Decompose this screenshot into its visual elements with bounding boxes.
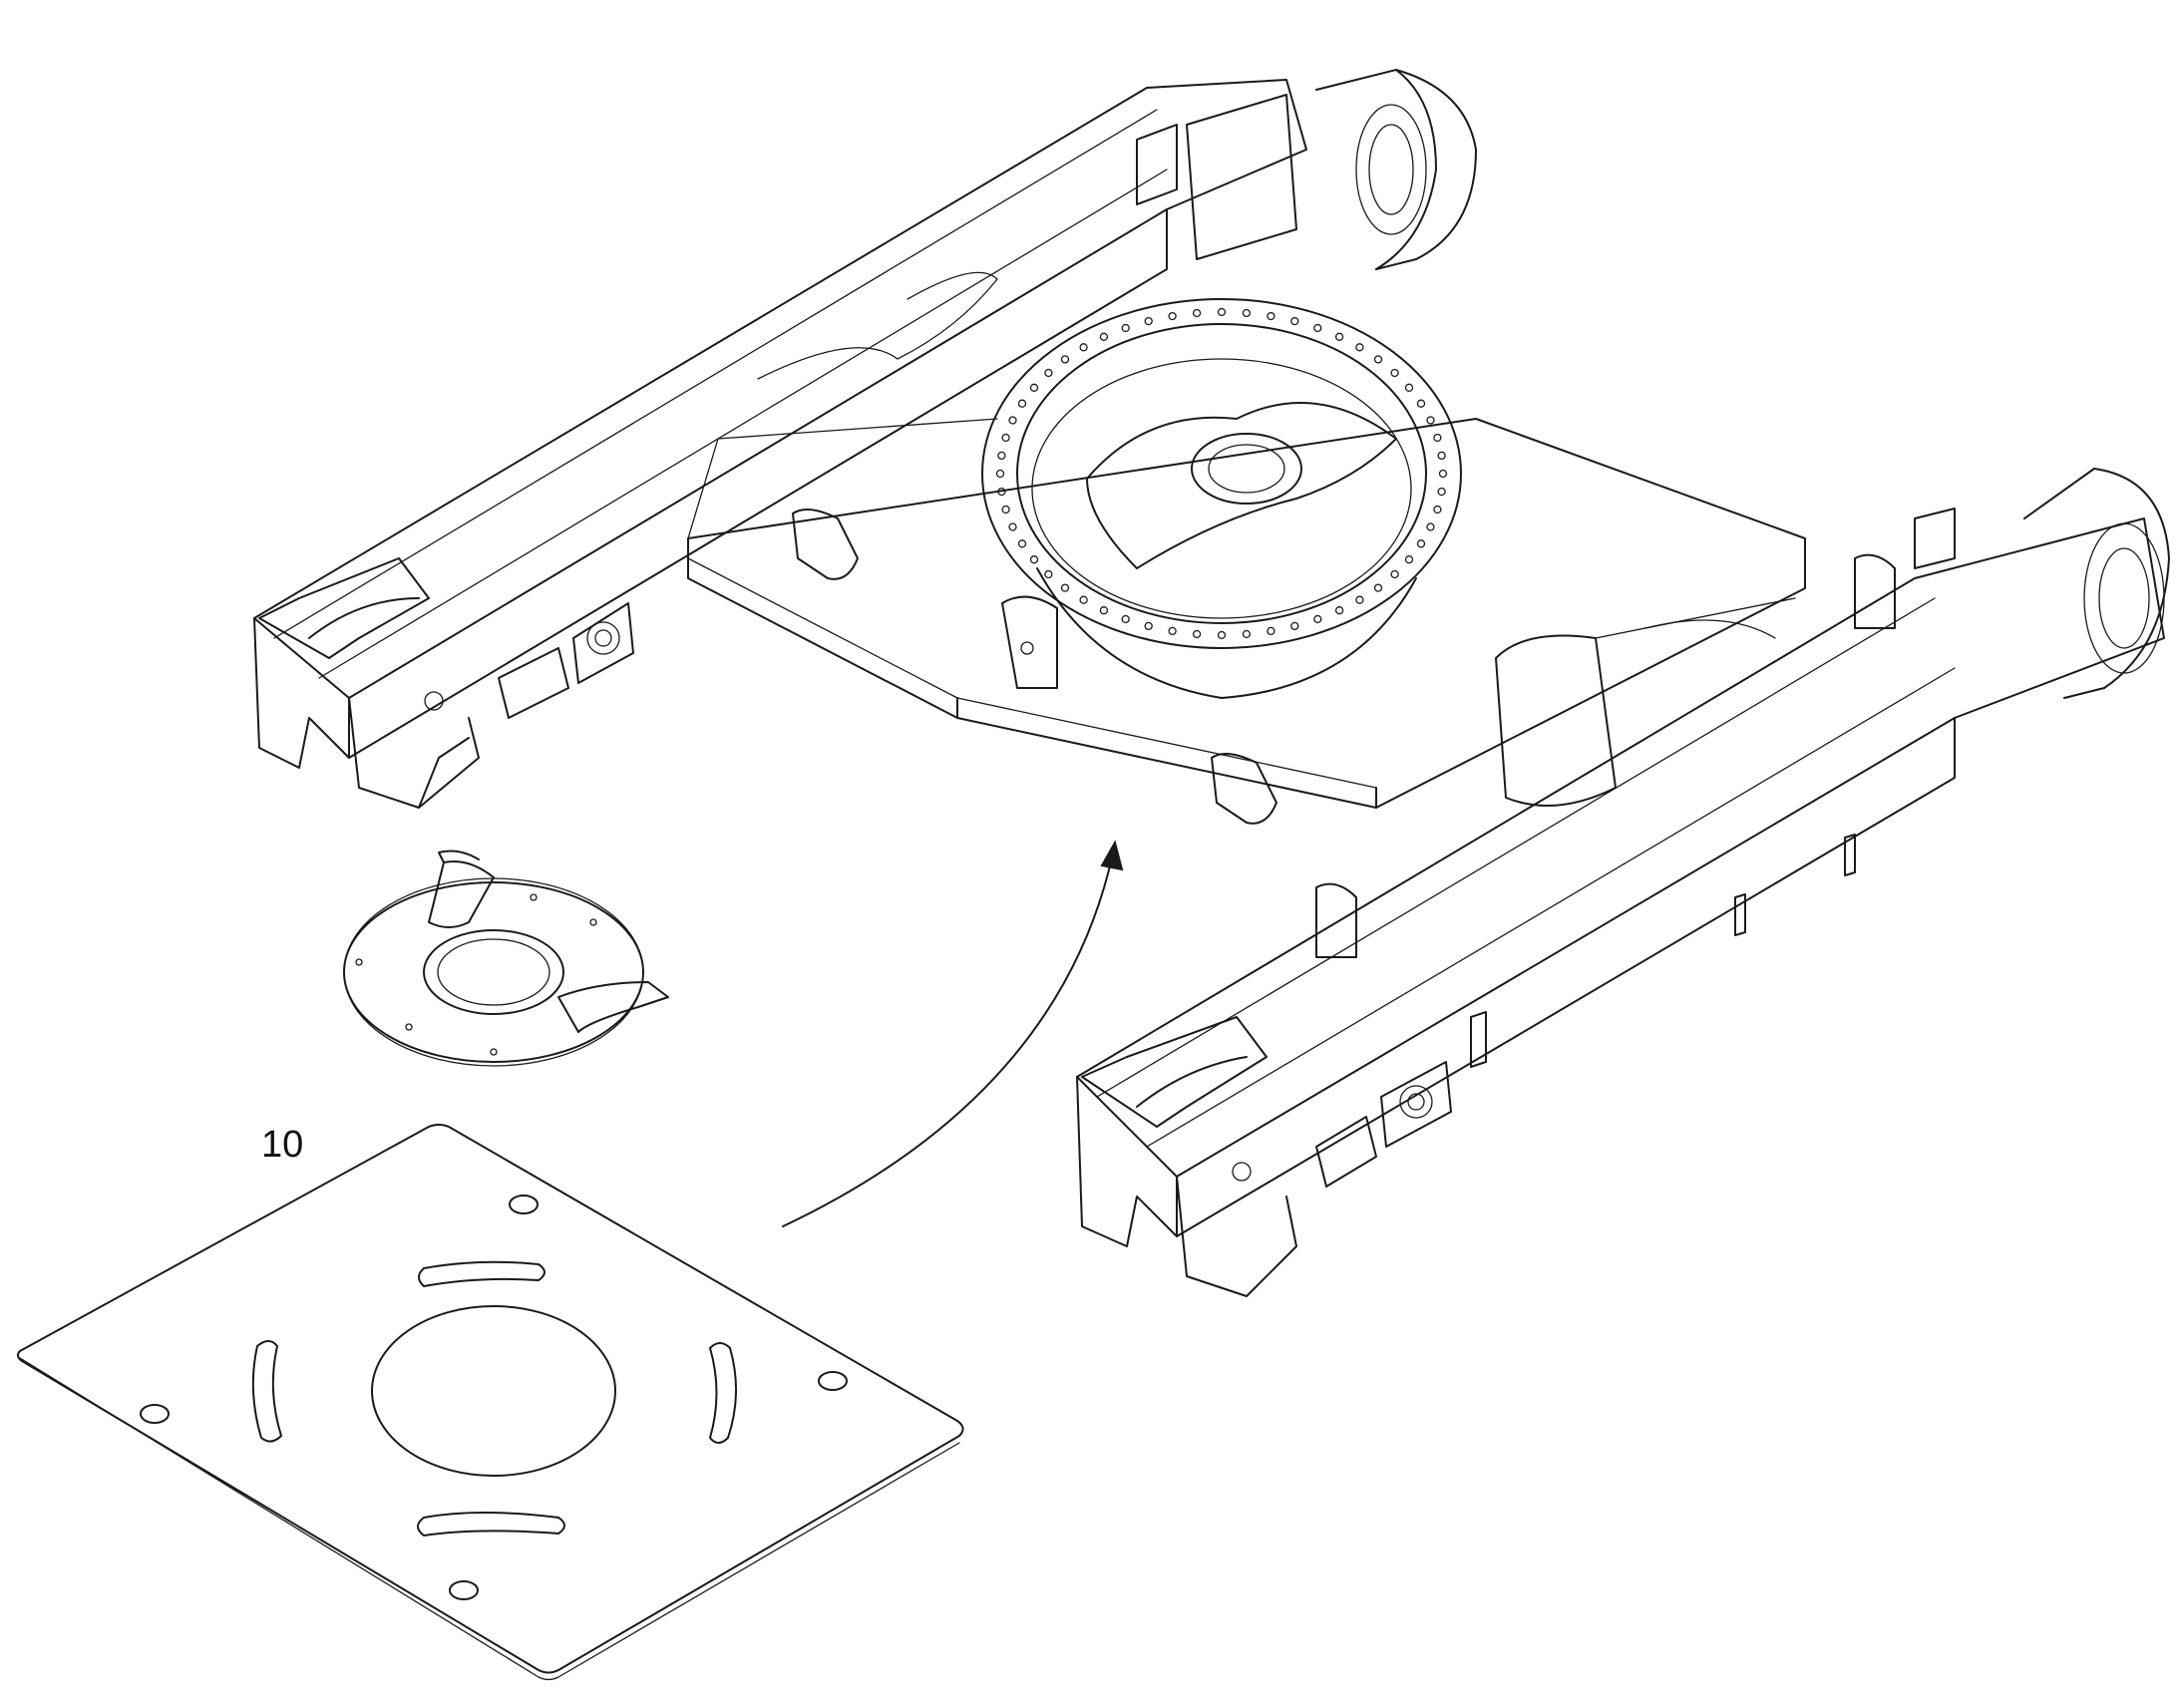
bolt-hole — [1334, 606, 1344, 615]
bolt-hole — [1242, 629, 1252, 639]
bolt-hole — [1121, 323, 1130, 333]
bolt-hole — [1267, 311, 1275, 321]
right-track-frame — [1076, 508, 2165, 1297]
bolt-hole — [1008, 416, 1017, 425]
bolt-hole — [1426, 416, 1435, 425]
bolt-hole — [1267, 626, 1275, 636]
bolt-hole — [1373, 583, 1383, 592]
bolt-hole — [1433, 433, 1442, 443]
bolt-hole — [1373, 355, 1383, 364]
assembly-arrow — [782, 840, 1124, 1227]
bolt-hole — [1438, 469, 1448, 479]
bolt-hole — [1079, 343, 1088, 352]
bolt-hole — [1437, 487, 1446, 497]
undercarriage-frame — [253, 69, 2170, 1297]
bolt-hole — [1355, 343, 1364, 352]
bolt-hole — [997, 451, 1006, 461]
bolt-hole — [1313, 614, 1322, 624]
bolt-hole — [1404, 555, 1414, 564]
bolt-hole — [1044, 569, 1053, 579]
bolt-hole — [1044, 368, 1053, 378]
bolt-hole — [1217, 630, 1227, 640]
bolt-hole — [1060, 355, 1070, 364]
bolt-hole — [1001, 433, 1010, 443]
bolt-hole — [1079, 595, 1088, 604]
bolt-hole — [1290, 621, 1299, 631]
bolt-hole — [1008, 522, 1017, 531]
bolt-hole — [1017, 399, 1027, 408]
bolt-hole — [1192, 629, 1202, 639]
left-drive-mount — [1136, 69, 1477, 270]
swing-bearing-ring — [981, 298, 1462, 699]
bolt-hole — [1060, 583, 1070, 592]
shim-disc — [343, 850, 669, 1067]
bolt-hole — [1017, 539, 1027, 548]
bolt-hole — [1390, 368, 1399, 378]
bolt-hole — [1416, 399, 1426, 408]
bolt-hole — [1168, 626, 1177, 636]
bolt-hole — [1192, 308, 1202, 318]
bolt-hole — [997, 487, 1006, 497]
bolt-hole — [1404, 383, 1414, 392]
bolt-hole — [1121, 614, 1130, 624]
bolt-hole — [1433, 505, 1442, 514]
mounting-plate — [16, 1124, 964, 1681]
bolt-hole — [1437, 451, 1446, 461]
bolt-hole — [1168, 311, 1177, 321]
right-drive-mount — [2023, 468, 2170, 699]
bolt-hole — [1099, 332, 1109, 341]
bolt-holes — [995, 307, 1448, 640]
bolt-hole — [1099, 606, 1109, 615]
bolt-hole — [1390, 569, 1399, 579]
bolt-hole — [1426, 522, 1435, 531]
bolt-hole — [1029, 383, 1039, 392]
bolt-hole — [1144, 316, 1153, 326]
bolt-hole — [1001, 505, 1010, 514]
bolt-hole — [1334, 332, 1344, 341]
bolt-hole — [1242, 308, 1252, 318]
bolt-hole — [1290, 316, 1299, 326]
bolt-hole — [995, 469, 1005, 479]
bolt-hole — [1416, 539, 1426, 548]
bolt-hole — [1217, 307, 1227, 317]
callout-label-10: 10 — [261, 1124, 303, 1166]
left-track-frame — [253, 79, 1307, 809]
bolt-hole — [1313, 323, 1322, 333]
bolt-hole — [1144, 621, 1153, 631]
bolt-hole — [1355, 595, 1364, 604]
bolt-hole — [1029, 555, 1039, 564]
